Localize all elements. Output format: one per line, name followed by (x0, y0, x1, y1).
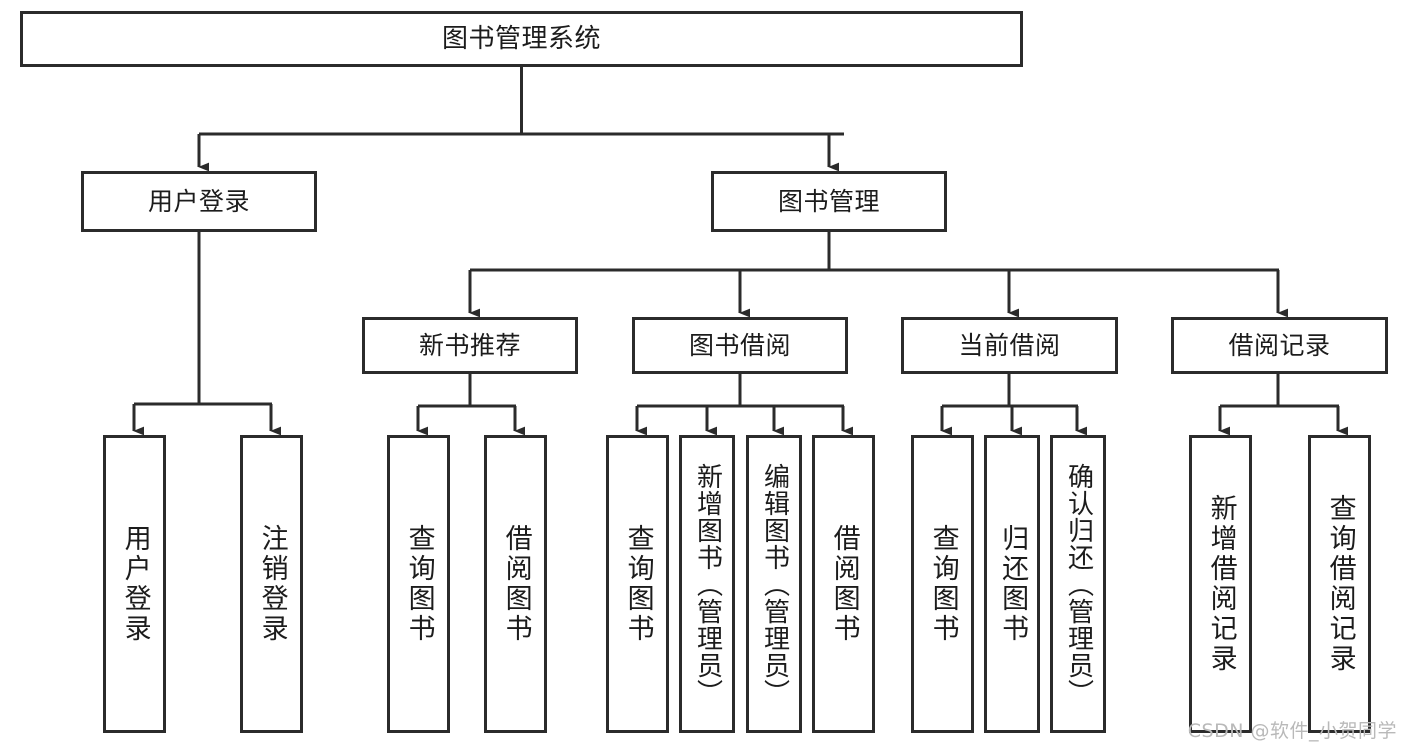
node-new-book-recommend-label: 新书推荐 (418, 330, 521, 360)
leaf-borrow-book-2[interactable]: 借阅图书 (812, 435, 875, 733)
csdn-watermark: CSDN @软件_小贺同学 (1187, 720, 1397, 742)
leaf-return-book-label: 归还图书 (997, 524, 1029, 644)
leaf-query-book-3-label: 查询图书 (927, 524, 959, 644)
leaf-query-book-1[interactable]: 查询图书 (387, 435, 450, 733)
leaf-user-logout[interactable]: 注销登录 (240, 435, 303, 733)
leaf-user-logout-label: 注销登录 (256, 524, 288, 644)
leaf-add-record[interactable]: 新增借阅记录 (1189, 435, 1252, 733)
leaf-borrow-book-1[interactable]: 借阅图书 (484, 435, 547, 733)
leaf-borrow-book-1-label: 借阅图书 (500, 524, 532, 644)
leaf-edit-book[interactable]: 编辑图书（管理员） (746, 435, 802, 733)
leaf-query-book-2-label: 查询图书 (622, 524, 654, 644)
leaf-query-record-label: 查询借阅记录 (1324, 494, 1356, 674)
node-current-borrow-label: 当前借阅 (958, 330, 1061, 360)
leaf-confirm-return-label: 确认归还（管理员） (1063, 462, 1094, 706)
node-user-login-label: 用户登录 (147, 186, 250, 216)
leaf-user-login[interactable]: 用户登录 (103, 435, 166, 733)
node-book-manage-label: 图书管理 (777, 186, 880, 216)
node-borrow-record-label: 借阅记录 (1228, 330, 1331, 360)
node-book-borrow-label: 图书借阅 (688, 330, 791, 360)
leaf-add-book-label: 新增图书（管理员） (692, 462, 723, 706)
node-book-borrow[interactable]: 图书借阅 (632, 317, 848, 374)
node-root[interactable]: 图书管理系统 (20, 11, 1023, 67)
leaf-edit-book-label: 编辑图书（管理员） (759, 462, 790, 706)
node-current-borrow[interactable]: 当前借阅 (901, 317, 1118, 374)
leaf-borrow-book-2-label: 借阅图书 (828, 524, 860, 644)
leaf-user-login-label: 用户登录 (119, 524, 151, 644)
node-borrow-record[interactable]: 借阅记录 (1171, 317, 1388, 374)
leaf-query-book-1-label: 查询图书 (403, 524, 435, 644)
node-new-book-recommend[interactable]: 新书推荐 (362, 317, 578, 374)
node-book-manage[interactable]: 图书管理 (711, 171, 947, 232)
leaf-query-record[interactable]: 查询借阅记录 (1308, 435, 1371, 733)
node-user-login[interactable]: 用户登录 (81, 171, 317, 232)
leaf-query-book-3[interactable]: 查询图书 (911, 435, 974, 733)
leaf-add-record-label: 新增借阅记录 (1205, 494, 1237, 674)
leaf-return-book[interactable]: 归还图书 (984, 435, 1040, 733)
leaf-confirm-return[interactable]: 确认归还（管理员） (1050, 435, 1106, 733)
leaf-query-book-2[interactable]: 查询图书 (606, 435, 669, 733)
leaf-add-book[interactable]: 新增图书（管理员） (679, 435, 735, 733)
node-root-label: 图书管理系统 (441, 23, 601, 54)
